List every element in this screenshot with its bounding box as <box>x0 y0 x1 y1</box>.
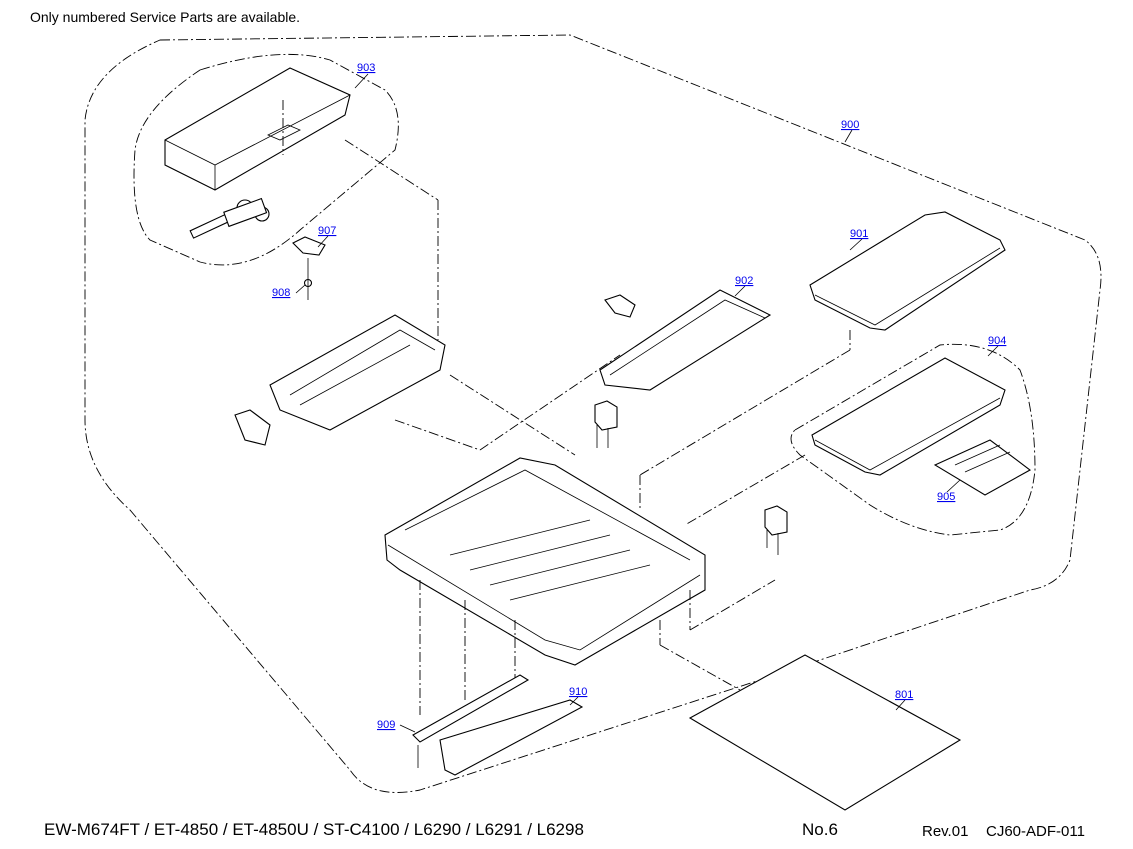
part-link-910[interactable]: 910 <box>569 686 587 698</box>
page-number: No.6 <box>802 820 838 839</box>
part-link-903[interactable]: 903 <box>357 62 375 74</box>
part-link-907[interactable]: 907 <box>318 225 336 237</box>
assembly-904-boundary <box>790 343 1036 536</box>
part-link-908[interactable]: 908 <box>272 287 290 299</box>
part-link-801[interactable]: 801 <box>895 689 913 701</box>
part-902-tray <box>599 289 772 391</box>
service-parts-note: Only numbered Service Parts are availabl… <box>30 9 301 25</box>
part-910-sheet <box>439 699 584 776</box>
part-link-901[interactable]: 901 <box>850 228 868 240</box>
hinge-left <box>594 400 618 431</box>
adf-base-tray <box>384 457 706 666</box>
diagram-code: CJ60-ADF-011 <box>986 823 1085 840</box>
adf-frame-assembly <box>234 314 446 446</box>
assembly-903-boundary <box>133 53 399 266</box>
part-909-plate <box>412 674 530 743</box>
part-801-sheet <box>688 654 962 811</box>
part-901-cover <box>809 211 1006 331</box>
part-link-902[interactable]: 902 <box>735 275 753 287</box>
assembly-900-boundary <box>84 34 1102 793</box>
part-link-905[interactable]: 905 <box>937 491 955 503</box>
part-905-tray <box>933 439 1032 496</box>
part-904-cover <box>811 357 1006 476</box>
part-link-909[interactable]: 909 <box>377 719 395 731</box>
revision: Rev.01 <box>922 823 969 840</box>
part-link-904[interactable]: 904 <box>988 335 1006 347</box>
leader-lines <box>295 73 999 733</box>
part-903-cover <box>164 67 351 191</box>
part-907-holder <box>292 236 326 256</box>
model-list: EW-M674FT / ET-4850 / ET-4850U / ST-C410… <box>44 820 584 839</box>
part-link-900[interactable]: 900 <box>841 119 859 131</box>
part-903-roller-assembly <box>189 197 270 239</box>
hinge-right <box>764 505 788 536</box>
